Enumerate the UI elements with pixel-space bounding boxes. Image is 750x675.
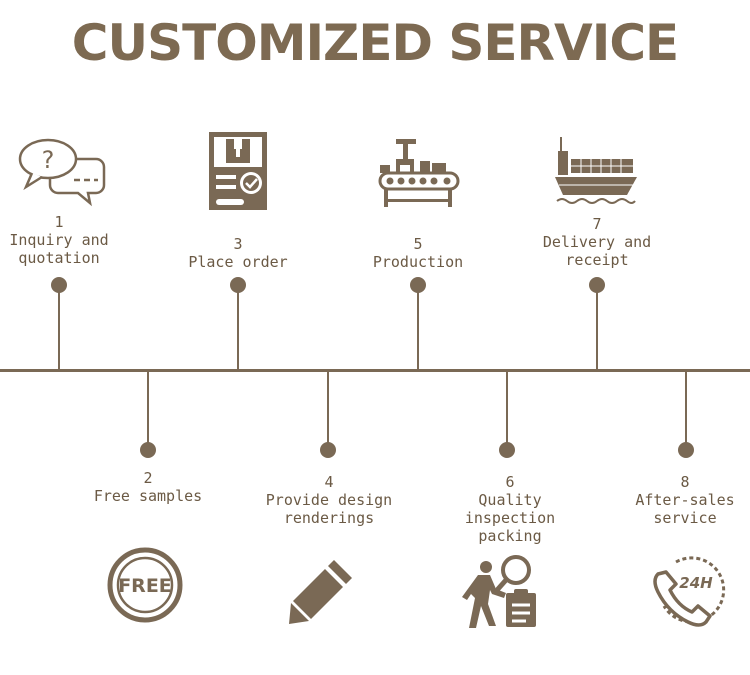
step-8-dot [678,442,694,458]
step-3-dot [230,277,246,293]
step-4-dot [320,442,336,458]
step-4-text-line-1: Provide design [265,491,393,509]
free-badge-icon: FREE [107,547,183,623]
step-2-number: 2 [143,469,153,487]
step-7-text-line-2: receipt [565,251,629,269]
step-2-text-line-1: Free samples [93,487,203,505]
step-7-text-line-1: Delivery and [542,233,652,251]
step-6-stem [506,370,508,450]
step-5-dot [410,277,426,293]
step-2-dot [140,442,156,458]
step-5-stem [417,285,419,370]
step-8-text-line-2: service [653,509,717,527]
step-8-text-line-1: After-sales [635,491,735,509]
step-1-dot [51,277,67,293]
step-6-text-line-3: packing [478,527,542,545]
step-7-stem [596,285,598,370]
step-8-stem [685,370,687,450]
step-6-text-line-1: Quality [478,491,542,509]
svg-text:?: ? [42,146,55,174]
step-3-label: 3 Place order [148,235,328,271]
step-7-label: 7 Delivery and receipt [507,215,687,269]
phone-24h-icon: 24H [653,556,726,627]
page-title: CUSTOMIZED SERVICE [71,14,679,72]
timeline-axis [0,369,750,372]
cargo-ship-icon [555,137,637,204]
step-5-text-line-1: Production [372,253,464,271]
order-document-icon [209,132,267,210]
free-badge-text: FREE [118,575,172,597]
step-6-dot [499,442,515,458]
speech-bubbles-question-icon: ? [18,138,106,207]
step-6-number: 6 [505,473,515,491]
step-4-number: 4 [324,473,334,491]
step-4-stem [327,370,329,450]
step-4-label: 4 Provide design renderings [239,473,419,527]
step-7-dot [589,277,605,293]
step-3-stem [237,285,239,370]
step-1-text-line-2: quotation [18,249,100,267]
step-8-number: 8 [680,473,690,491]
step-6-text-line-2: inspection [464,509,556,527]
step-3-text-line-1: Place order [188,253,288,271]
step-5-label: 5 Production [328,235,508,271]
step-2-label: 2 Free samples [58,469,238,505]
step-1-label: 1 Inquiry and quotation [0,213,149,267]
phone-24h-text: 24H [679,574,713,592]
step-1-text-line-1: Inquiry and [9,231,109,249]
step-4-text-line-2: renderings [283,509,375,527]
step-1-stem [58,285,60,370]
step-1-number: 1 [54,213,64,231]
factory-conveyor-icon [378,139,460,207]
step-7-number: 7 [592,215,602,233]
pencil-icon [289,560,352,624]
step-3-number: 3 [233,235,243,253]
step-5-number: 5 [413,235,423,253]
step-8-label: 8 After-sales service [595,473,750,527]
step-6-label: 6 Quality inspection packing [420,473,600,545]
step-2-stem [147,370,149,450]
inspector-magnifier-icon [462,555,536,628]
